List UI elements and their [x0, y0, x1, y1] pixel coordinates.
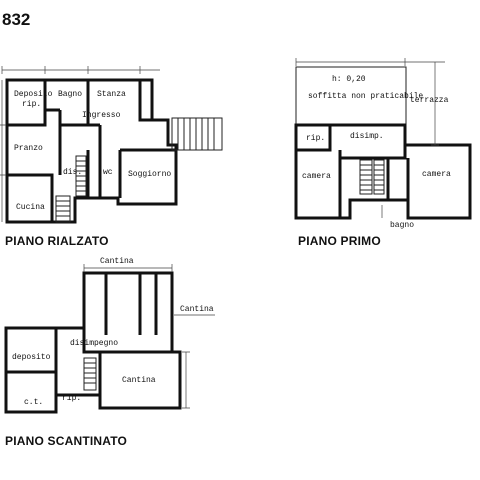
room-cantina-main: Cantina: [122, 376, 156, 385]
primo-inner-walls: [296, 125, 410, 218]
room-camera-left: camera: [302, 172, 331, 181]
room-rip-primo: rip.: [306, 134, 325, 143]
room-cucina: Cucina: [16, 203, 45, 212]
plan-piano-primo: h: 0,20 soffitta non praticabile terrazz…: [294, 58, 472, 230]
primo-dimension-lines: [295, 58, 445, 218]
room-soffitta: soffitta non praticabile: [308, 92, 423, 101]
room-bagno-primo: bagno: [390, 221, 414, 230]
scantinato-inner-walls: [6, 273, 172, 412]
rialzato-stairs: [55, 155, 87, 223]
room-stanza: Stanza: [97, 90, 126, 99]
room-rip-scantinato: rip.: [62, 394, 81, 403]
room-soggiorno: Soggiorno: [128, 170, 171, 179]
room-terrazza: terrazza: [410, 96, 449, 105]
plan-piano-rialzato: Deposito rip. Bagno Stanza Ingresso Pran…: [0, 66, 223, 224]
room-cantina-right: Cantina: [180, 305, 214, 314]
scantinato-dimension-lines: [83, 264, 215, 409]
room-pranzo: Pranzo: [14, 144, 43, 153]
room-cantina-top: Cantina: [100, 257, 134, 266]
rialzato-entrance-steps: [171, 117, 223, 151]
caption-piano-scantinato: PIANO SCANTINATO: [5, 434, 128, 448]
room-deposito-scantinato: deposito: [12, 353, 51, 362]
plan-piano-scantinato: Cantina Cantina deposito disimpegno Cant…: [4, 257, 215, 414]
caption-piano-primo: PIANO PRIMO: [298, 234, 381, 248]
page-number: 832: [2, 10, 31, 29]
room-bagno: Bagno: [58, 90, 82, 99]
room-deposito: Deposito: [14, 90, 53, 99]
room-camera-right: camera: [422, 170, 451, 179]
rialzato-inner-walls: [7, 80, 176, 222]
room-disimpegno: disimpegno: [70, 339, 118, 348]
room-ct: c.t.: [24, 398, 43, 407]
room-disimp: disimp.: [350, 132, 384, 141]
rialzato-dimension-lines: [0, 66, 160, 222]
scantinato-stairs: [83, 357, 97, 391]
room-rip: rip.: [22, 100, 41, 109]
primo-stairs: [359, 159, 385, 195]
caption-piano-rialzato: PIANO RIALZATO: [5, 234, 109, 248]
room-ingresso: Ingresso: [82, 111, 121, 120]
room-wc: wc: [103, 168, 113, 177]
room-height-note: h: 0,20: [332, 75, 366, 84]
room-dis: dis.: [63, 168, 82, 177]
primo-outer-wall: [294, 123, 472, 220]
